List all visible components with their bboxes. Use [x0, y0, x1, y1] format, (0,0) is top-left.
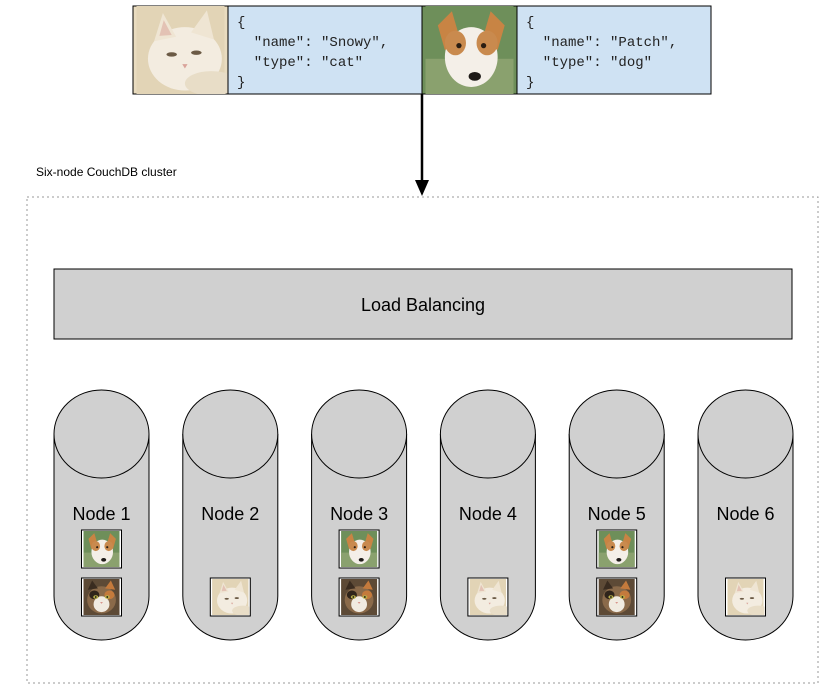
json-line: "name": "Snowy", — [237, 35, 388, 51]
node-2: Node 2 — [182, 389, 279, 641]
cluster-boundary — [26, 196, 819, 684]
dog-photo-image — [83, 531, 120, 567]
node-label: Node 3 — [330, 504, 388, 524]
json-line: "name": "Patch", — [526, 35, 677, 51]
json-line: } — [237, 75, 245, 91]
white-cat-photo-image — [212, 579, 250, 615]
node-cylinder-body — [182, 434, 279, 641]
json-box-patch — [516, 5, 712, 95]
write-arrow — [415, 94, 429, 196]
document-snowy: { "name": "Snowy", "type": "cat" } — [132, 5, 423, 95]
load-balancer-label: Load Balancing — [361, 295, 485, 315]
white-cat-photo-image — [136, 6, 228, 94]
document-patch: { "name": "Patch", "type": "dog" } — [421, 5, 712, 95]
dog-photo-image — [598, 531, 635, 567]
json-line: "type": "cat" — [237, 55, 363, 71]
json-line: { — [526, 15, 534, 31]
node-3: Node 3 — [311, 389, 408, 641]
node-cylinder-body — [697, 434, 794, 641]
node-cylinder-top — [568, 389, 665, 479]
nodes-group: Node 1 Node 2 Node 3 Node 4 Node 5 Node 6 — [53, 389, 794, 641]
json-line: } — [526, 75, 534, 91]
node-cylinder-top — [697, 389, 794, 479]
load-balancer-box — [53, 268, 793, 340]
white-cat-photo-image — [469, 579, 507, 615]
white-cat-photo-image — [727, 579, 765, 615]
node-5: Node 5 — [568, 389, 665, 641]
node-label: Node 6 — [716, 504, 774, 524]
dog-photo-image — [341, 531, 378, 567]
calico-cat-photo-image — [341, 579, 378, 615]
calico-cat-photo-image — [598, 579, 635, 615]
node-cylinder-body — [439, 434, 536, 641]
json-box-snowy — [227, 5, 423, 95]
load-balancer: Load Balancing — [53, 268, 793, 340]
node-cylinder-top — [53, 389, 150, 479]
json-line: "type": "dog" — [526, 55, 652, 71]
cluster-label: Six-node CouchDB cluster — [36, 165, 177, 179]
node-label: Node 1 — [72, 504, 130, 524]
node-cylinder-top — [439, 389, 536, 479]
node-cylinder-top — [182, 389, 279, 479]
node-4: Node 4 — [439, 389, 536, 641]
node-cylinder-top — [311, 389, 408, 479]
dog-photo-image — [425, 6, 514, 94]
node-6: Node 6 — [697, 389, 794, 641]
node-label: Node 5 — [588, 504, 646, 524]
node-label: Node 4 — [459, 504, 517, 524]
node-1: Node 1 — [53, 389, 150, 641]
calico-cat-photo-image — [83, 579, 120, 615]
json-line: { — [237, 15, 245, 31]
node-label: Node 2 — [201, 504, 259, 524]
